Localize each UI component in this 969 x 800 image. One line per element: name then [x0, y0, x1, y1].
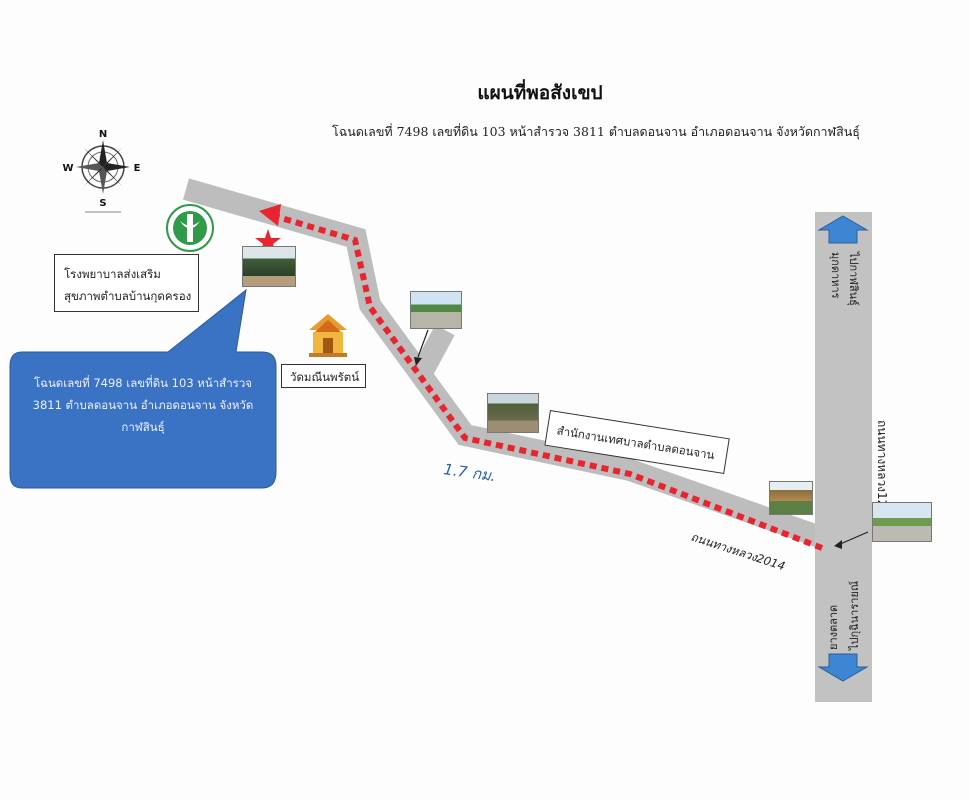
route-arrow-icon: [259, 204, 281, 226]
office-photo: [487, 393, 539, 433]
compass-west-label: W: [62, 163, 73, 174]
hospital-label-box: โรงพยาบาลส่งเสริม สุขภาพตำบลบ้านกุดครอง: [54, 254, 199, 312]
pointer-arrowhead-icon: [414, 357, 422, 366]
hospital-emblem-icon: [166, 204, 214, 252]
compass-east-label: E: [134, 163, 141, 174]
pointer-line: [417, 329, 429, 358]
to-south-label-2: ยางตลาด: [827, 605, 840, 650]
north-direction-arrow-icon: [817, 215, 869, 244]
map-subtitle: โฉนดเลขที่ 7498 เลขที่ดิน 103 หน้าสำรวจ …: [332, 124, 860, 139]
compass-south-label: S: [99, 198, 106, 209]
hospital-label-line-2: สุขภาพตำบลบ้านกุดครอง: [64, 289, 192, 303]
to-south-label-1: ไปกุฉินารายณ์: [848, 581, 861, 651]
pointer-arrowhead-icon: [834, 540, 842, 549]
to-north-label-1: ไปกาฬสินธุ์: [847, 251, 860, 306]
land-callout-text: โฉนดเลขที่ 7498 เลขที่ดิน 103 หน้าสำรวจ …: [24, 372, 262, 438]
location-star-icon: [255, 229, 281, 253]
temple-label-box: วัดมณีนพรัตน์: [281, 364, 366, 388]
compass-rose-icon: [76, 140, 130, 213]
land-callout-bubble: [9, 288, 277, 489]
land-photo: [242, 246, 296, 287]
highway-photo: [872, 502, 932, 542]
hospital-label-line-1: โรงพยาบาลส่งเสริม: [64, 267, 161, 281]
highway-12-label: ถนนทางหลวง12: [875, 420, 889, 507]
intersection-photo: [769, 481, 813, 515]
callout-line-1: โฉนดเลขที่ 7498 เลขที่ดิน 103 หน้าสำรวจ: [33, 376, 253, 390]
south-direction-arrow-icon: [817, 653, 869, 682]
route-line: [277, 214, 824, 551]
map-title: แผนที่พอสังเขป: [477, 82, 603, 104]
compass-north-label: N: [99, 129, 107, 140]
road-2014-label: ถนนทางหลวง2014: [689, 530, 787, 574]
callout-line-3: กาฬสินธุ์: [121, 420, 165, 434]
distance-label: 1.7 กม.: [442, 460, 496, 485]
pointer-line: [837, 531, 869, 546]
to-north-label-2: มุกดาหาร: [829, 252, 842, 299]
temple-icon: [303, 314, 353, 358]
side-road-photo: [410, 291, 462, 329]
callout-line-2: 3811 ตำบลดอนจาน อำเภอดอนจาน จังหวัด: [32, 398, 254, 412]
temple-label: วัดมณีนพรัตน์: [290, 370, 360, 384]
